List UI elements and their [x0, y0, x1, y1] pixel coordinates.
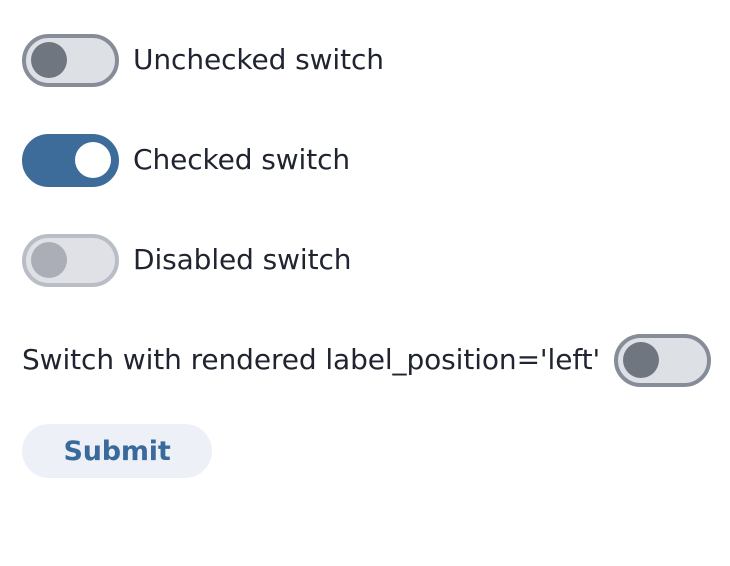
label-left-switch-label: Switch with rendered label_position='lef…	[22, 343, 601, 376]
switch-knob	[75, 142, 111, 178]
disabled-switch-label: Disabled switch	[133, 243, 352, 276]
switch-knob	[623, 342, 660, 378]
switch-knob	[31, 242, 67, 278]
unchecked-switch[interactable]	[22, 33, 119, 87]
switch-row-disabled: Disabled switch	[22, 233, 352, 287]
submit-button[interactable]: Submit	[22, 424, 212, 478]
checked-switch[interactable]	[22, 133, 119, 187]
switch-knob	[31, 42, 67, 78]
unchecked-switch-label: Unchecked switch	[133, 43, 384, 76]
switch-row-checked: Checked switch	[22, 133, 350, 187]
switch-row-label-left: Switch with rendered label_position='lef…	[22, 333, 712, 387]
disabled-switch	[22, 233, 119, 287]
label-left-switch[interactable]	[614, 333, 712, 387]
checked-switch-label: Checked switch	[133, 143, 351, 176]
switch-row-unchecked: Unchecked switch	[22, 33, 384, 87]
